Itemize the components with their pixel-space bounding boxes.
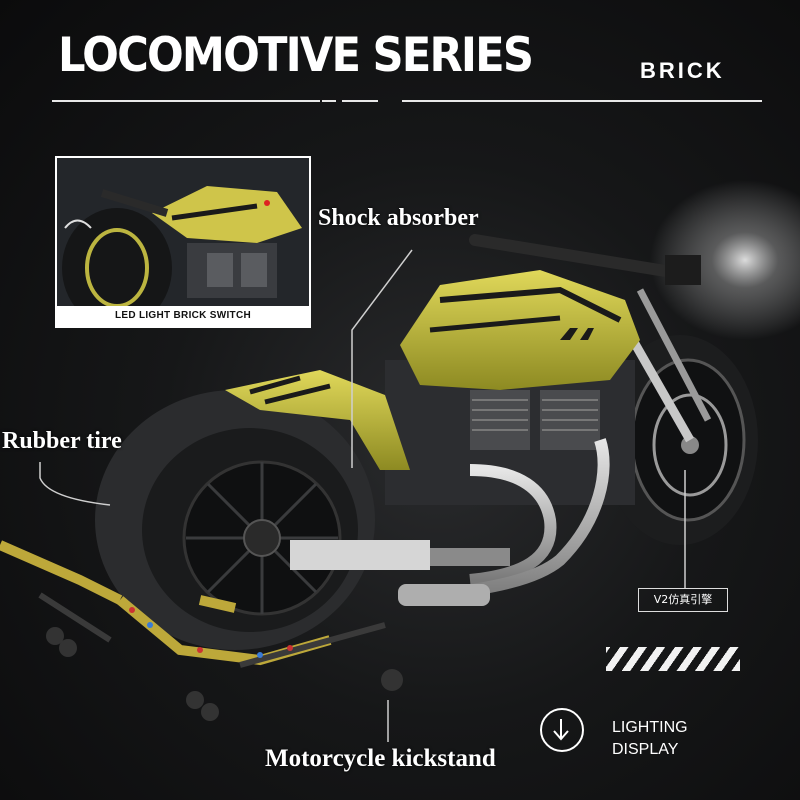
kickstand-label: Motorcycle kickstand <box>265 745 496 772</box>
handlebar <box>469 234 696 281</box>
led-switch-inset: LED LIGHT BRICK SWITCH <box>55 156 311 328</box>
engine-tag: V2仿真引擎 <box>638 588 728 612</box>
header-rule-left <box>52 100 320 102</box>
hazard-stripes <box>606 647 740 671</box>
arrow-down-icon <box>553 719 569 741</box>
header-rule-right <box>402 100 762 102</box>
inset-motorcycle-closeup <box>57 158 309 306</box>
rubber-tire-label: Rubber tire <box>2 428 122 454</box>
shock-callout-line <box>351 249 413 468</box>
rear-wheel <box>95 390 375 650</box>
lighting-display-button[interactable] <box>540 708 584 752</box>
lighting-line-1: LIGHTING <box>612 719 688 736</box>
exhaust-pipe <box>469 464 557 586</box>
lighting-line-2: DISPLAY <box>612 741 679 758</box>
tire-callout-line <box>39 462 111 506</box>
lighting-display-text: LIGHTING DISPLAY <box>612 717 688 761</box>
header-rule-dash-1 <box>322 100 336 102</box>
shock-absorber-label: Shock absorber <box>318 205 479 231</box>
inset-caption: LED LIGHT BRICK SWITCH <box>57 306 309 326</box>
headlight-glow <box>650 180 800 340</box>
brand-logo: BRICK <box>640 58 725 83</box>
series-title: LOCOMOTIVE SERIES <box>58 28 534 83</box>
header-rule-dash-2 <box>342 100 378 102</box>
rear-fender <box>225 370 410 470</box>
